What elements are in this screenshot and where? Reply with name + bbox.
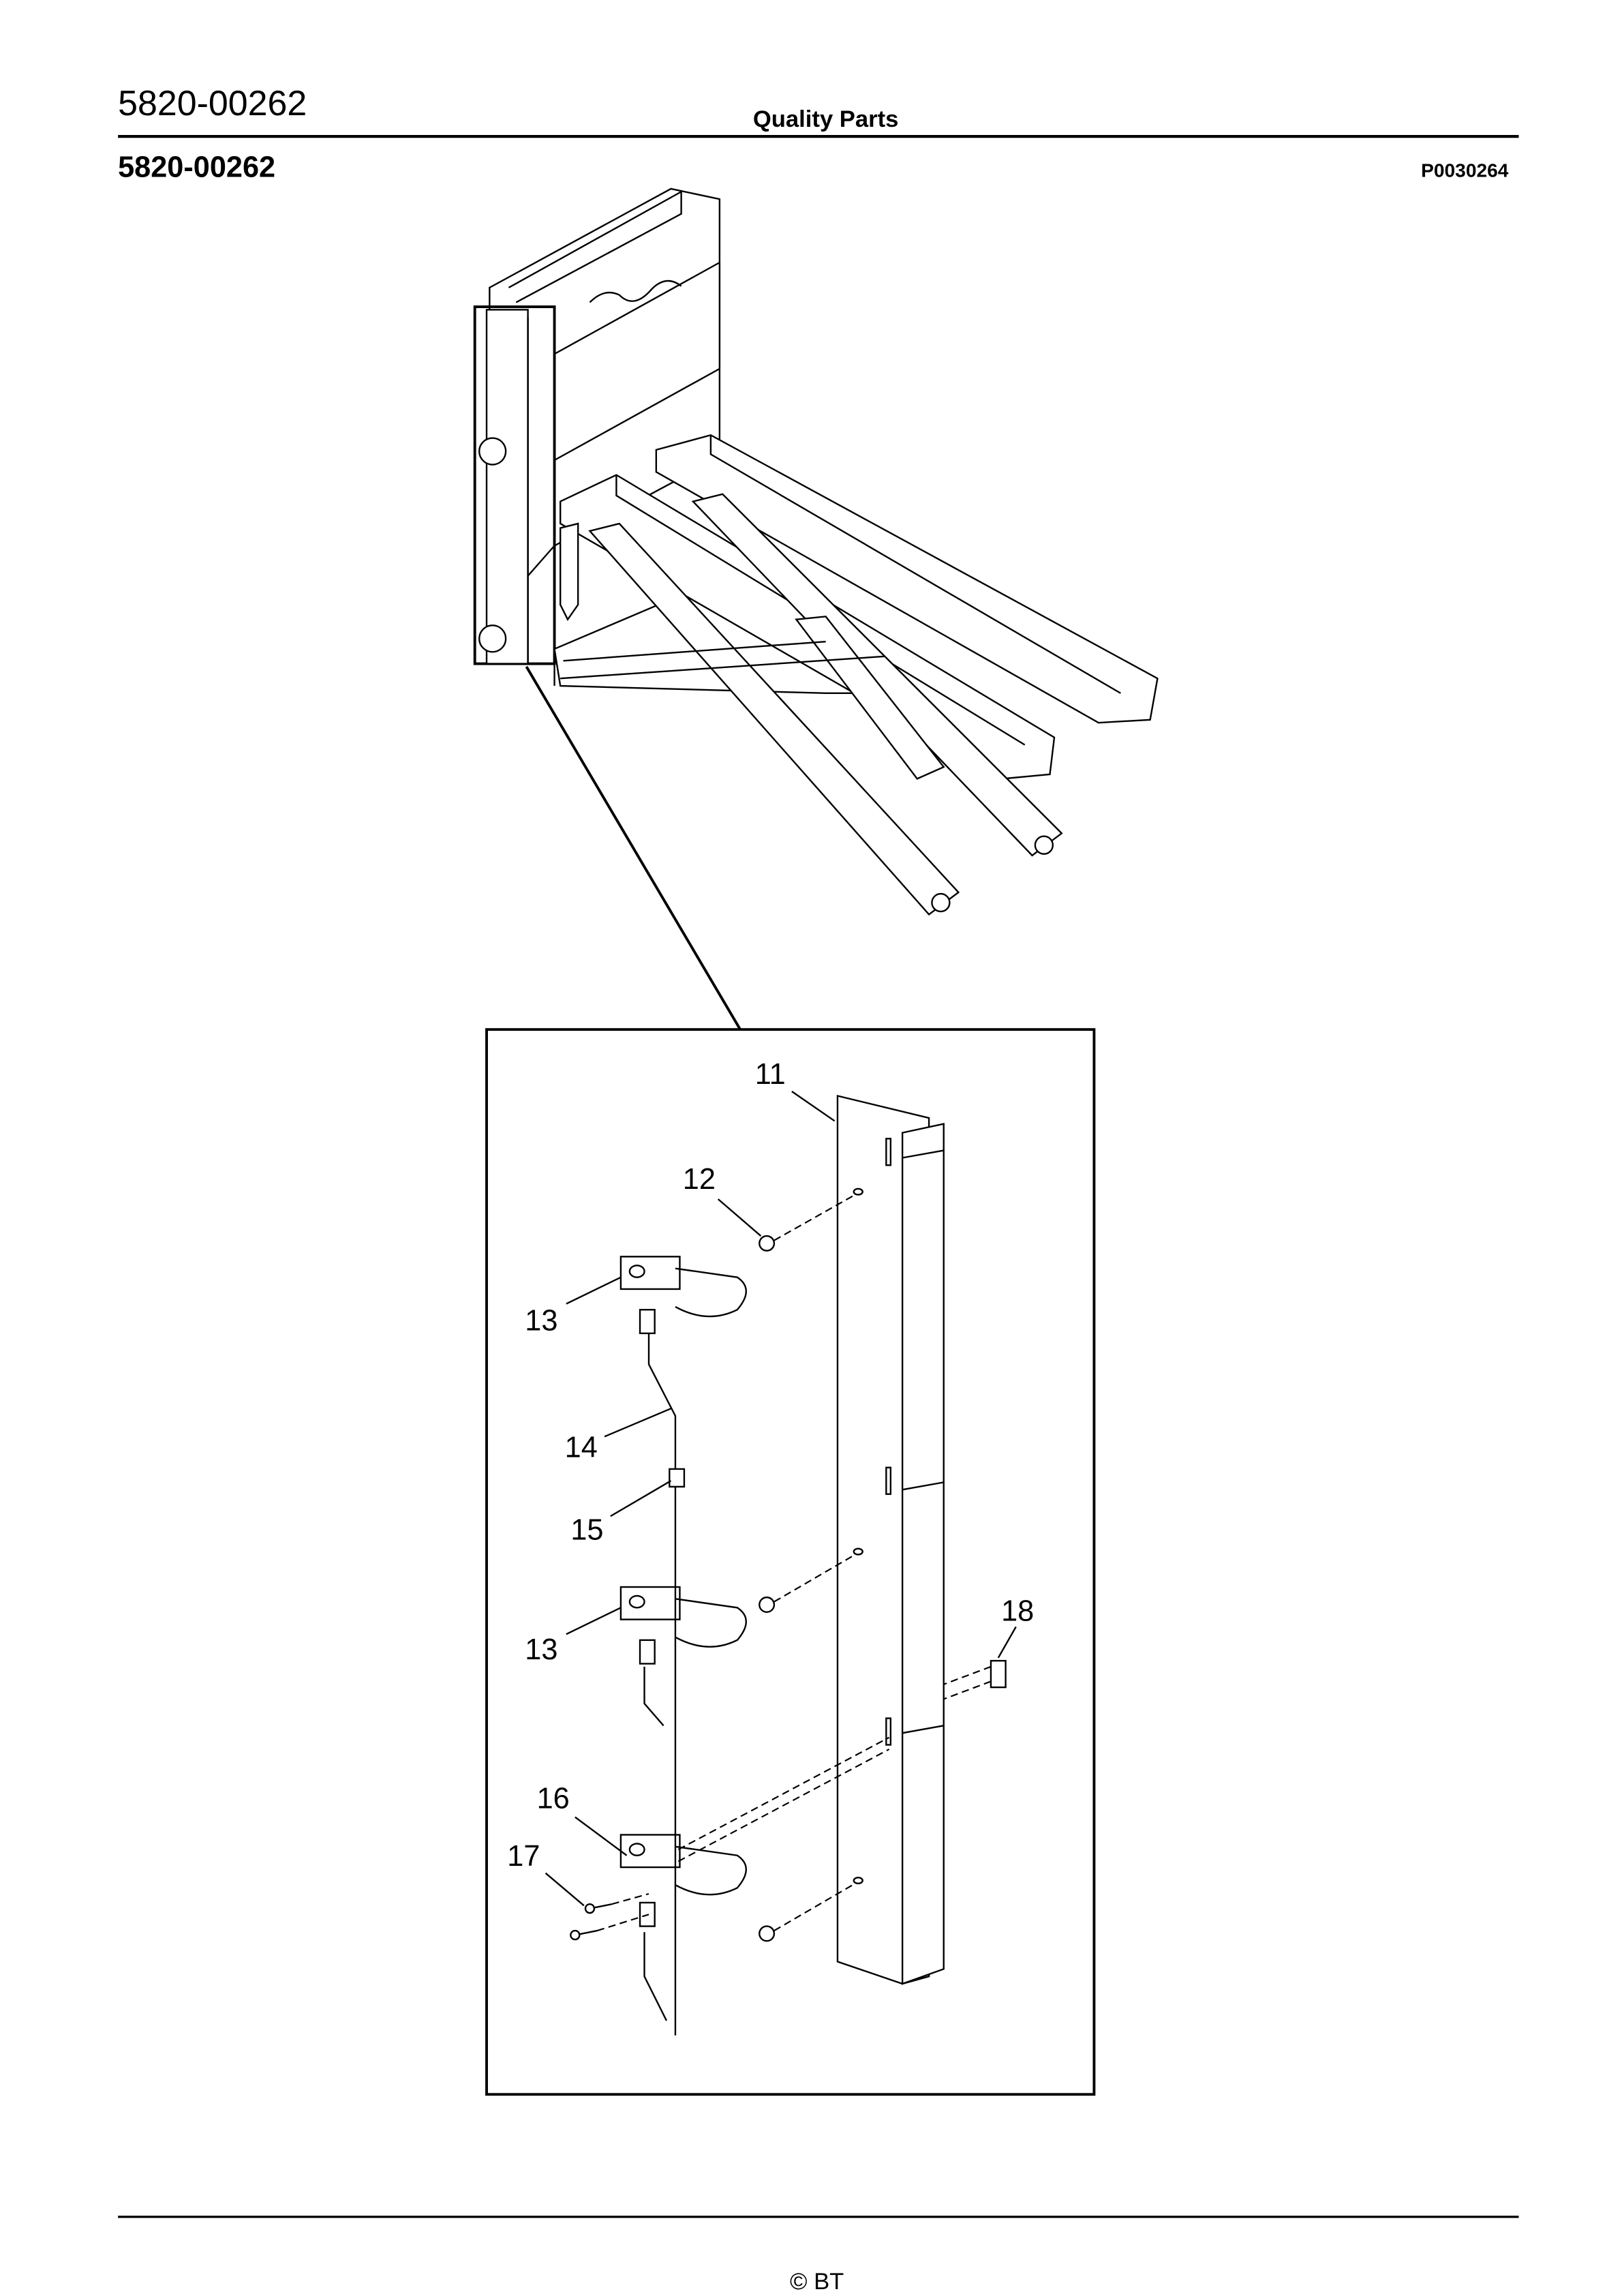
callout-14: 14 [565, 1432, 598, 1464]
callout-13b: 13 [525, 1633, 557, 1666]
truck-overview-drawing [473, 187, 1159, 1031]
detail-exploded-view [545, 1091, 1017, 2036]
callout-15: 15 [570, 1514, 603, 1547]
callout-17: 17 [507, 1840, 540, 1873]
callout-13: 13 [525, 1305, 557, 1338]
header-part-number: 5820-00262 [118, 84, 307, 123]
header-title: Quality Parts [753, 106, 899, 132]
callout-12: 12 [683, 1163, 716, 1196]
callout-18: 18 [1001, 1595, 1034, 1628]
subheader-part-number: 5820-00262 [118, 151, 275, 184]
callout-11: 11 [755, 1058, 786, 1091]
drawing-id: P0030264 [1421, 160, 1509, 181]
callout-labels: 11 12 13 14 15 13 16 17 18 [507, 1058, 1034, 1873]
callout-16: 16 [537, 1783, 570, 1815]
detail-inset-frame [485, 1028, 1096, 2096]
footer-copyright: © BT [790, 2269, 844, 2295]
